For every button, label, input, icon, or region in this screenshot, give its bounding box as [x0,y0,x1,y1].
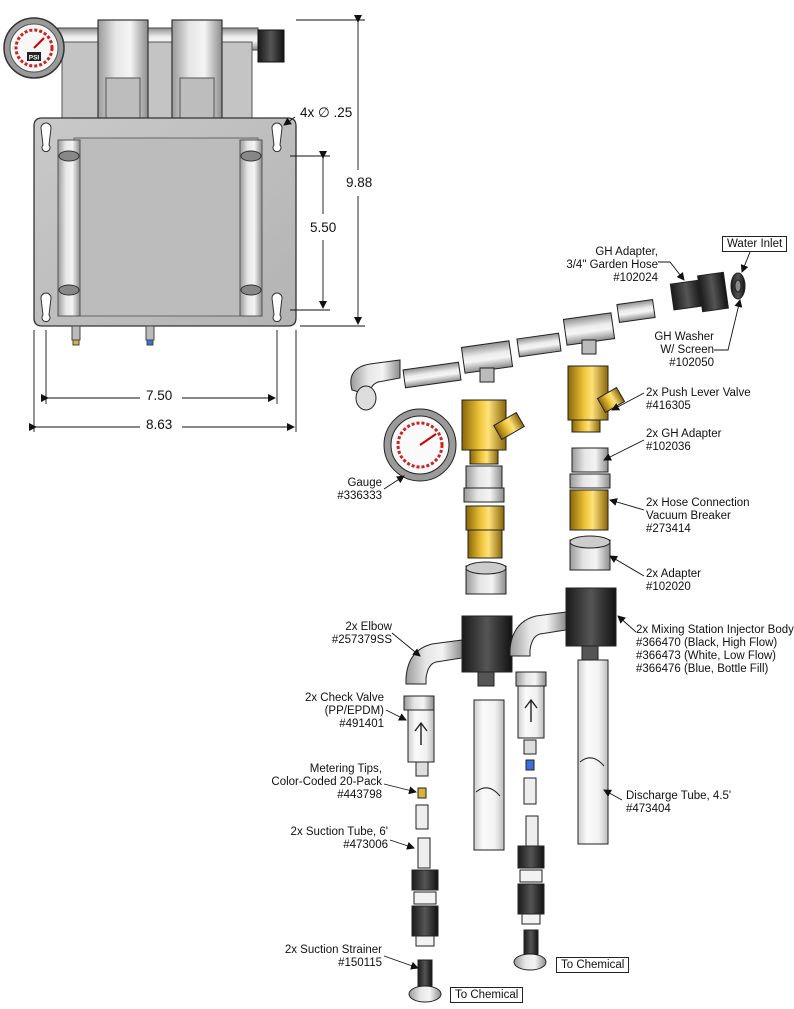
callout-gh-adapter-hose: GH Adapter, 3/4" Garden Hose #102024 [566,246,658,285]
callout-line: 3/4" Garden Hose [566,259,658,271]
callout-line: GH Washer [654,331,714,343]
callout-line: #366476 (Blue, Bottle Fill) [636,663,769,675]
callout-line: (PP/EPDM) [324,705,384,717]
callout-discharge-tube: Discharge Tube, 4.5' #473404 [626,790,731,816]
callout-line: #336333 [337,490,382,502]
callout-injector-body: 2x Mixing Station Injector Body #366470 … [636,624,794,676]
dimension-lines [29,15,365,432]
callout-line: W/ Screen [660,344,714,356]
callout-line: Metering Tips, [309,763,382,775]
callout-line: #416305 [646,400,691,412]
callout-line: 2x Hose Connection [646,497,750,509]
holes-dimension: 4x ∅ .25 [300,105,353,120]
mounted-gauge: PSI [3,17,65,79]
callout-metering-tips: Metering Tips, Color-Coded 20-Pack #4437… [270,763,382,802]
callout-line: GH Adapter, [595,246,658,258]
callout-line: #102024 [613,272,658,284]
callout-line: #273414 [646,523,691,535]
callout-line: #102020 [646,581,691,593]
callout-line: #473006 [343,839,388,851]
callout-line: 2x Adapter [646,568,701,580]
inner-width-dimension: 7.50 [146,388,173,403]
total-width-dimension: 8.63 [146,417,173,432]
callout-line: 2x Elbow [345,621,392,633]
callout-suction-tube: 2x Suction Tube, 6' #473006 [280,826,388,852]
callout-line: #257379SS [331,634,392,646]
callout-line: Color-Coded 20-Pack [271,776,382,788]
callout-line: Vacuum Breaker [646,510,731,522]
callout-push-lever-valve: 2x Push Lever Valve #416305 [646,387,751,413]
callout-adapter: 2x Adapter #102020 [646,568,701,594]
callout-gh-washer: GH Washer W/ Screen #102050 [640,331,714,370]
callout-check-valve: 2x Check Valve (PP/EPDM) #491401 [300,692,384,731]
to-chemical-left-box: To Chemical [450,987,524,1003]
exploded-view [350,251,751,1003]
callout-line: #491401 [339,718,384,730]
callout-line: #150115 [338,957,382,969]
callout-line: 2x Suction Tube, 6' [290,826,388,838]
mounted-assembly: PSI [3,17,297,346]
callout-line: #473404 [626,803,671,815]
callout-line: #443798 [337,789,382,801]
callout-line: 2x Suction Strainer [284,944,382,956]
to-chemical-right-box: To Chemical [556,957,630,973]
callout-suction-strainer: 2x Suction Strainer #150115 [280,944,382,970]
callout-gh-adapter: 2x GH Adapter #102036 [646,428,721,454]
callout-elbow: 2x Elbow #257379SS [300,621,392,647]
callout-line: #102036 [646,441,691,453]
callout-line: 2x GH Adapter [646,428,722,440]
total-height-dimension: 9.88 [346,175,373,190]
callout-line: #366470 (Black, High Flow) [636,637,778,649]
callout-gauge: Gauge #336333 [320,477,382,503]
gauge-face-label: PSI [29,55,40,62]
callout-line: #102050 [669,357,714,369]
callout-line: 2x Mixing Station Injector Body [636,624,794,636]
callout-line: 2x Push Lever Valve [646,387,751,399]
callout-line: Gauge [347,477,382,489]
callout-line: #366473 (White, Low Flow) [636,650,776,662]
callout-line: Discharge Tube, 4.5' [626,790,732,802]
callout-vacuum-breaker: 2x Hose Connection Vacuum Breaker #27341… [646,497,750,536]
slot-height-dimension: 5.50 [310,220,337,235]
water-inlet-box: Water Inlet [722,236,788,252]
callout-line: 2x Check Valve [304,692,384,704]
